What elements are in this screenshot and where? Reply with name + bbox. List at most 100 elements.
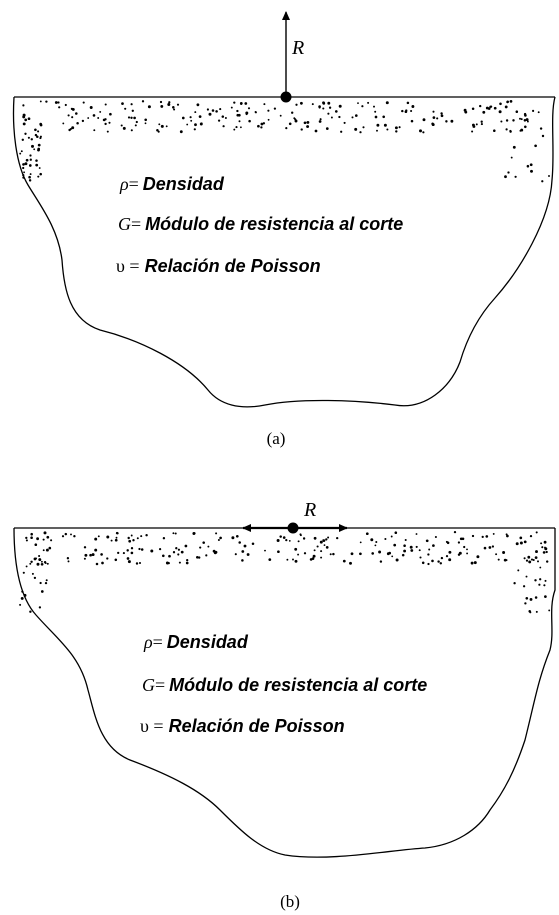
soil-dot	[354, 127, 358, 131]
soil-dot	[410, 119, 414, 123]
soil-dot	[29, 610, 32, 613]
soil-dot	[162, 537, 166, 540]
soil-dot	[230, 106, 233, 109]
soil-dot	[436, 117, 439, 120]
soil-dot	[180, 550, 184, 554]
soil-dot	[207, 545, 210, 548]
soil-dot	[546, 560, 549, 563]
soil-dot	[196, 556, 199, 559]
soil-dot	[463, 108, 467, 112]
soil-dot	[466, 552, 469, 555]
soil-dot	[189, 116, 192, 119]
soil-dot	[361, 105, 364, 108]
soil-dot	[374, 544, 377, 547]
soil-dot	[318, 120, 322, 123]
soil-dot	[334, 110, 338, 113]
soil-dot	[285, 127, 288, 130]
soil-dot	[110, 539, 113, 542]
soil-dot	[314, 129, 318, 133]
soil-dot	[439, 562, 443, 565]
soil-dot	[234, 553, 237, 556]
soil-dot	[25, 536, 28, 540]
soil-dot	[535, 610, 538, 613]
soil-dot	[101, 561, 104, 565]
soil-dot	[322, 101, 325, 105]
soil-dot	[135, 120, 138, 124]
soil-dot	[22, 173, 25, 177]
soil-dot	[320, 550, 323, 553]
soil-dot	[25, 158, 29, 162]
soil-dots-a	[19, 100, 550, 183]
soil-dot	[463, 545, 466, 549]
soil-dot	[126, 549, 129, 552]
soil-dot	[22, 113, 26, 117]
soil-dot	[102, 118, 106, 122]
soil-dot	[320, 556, 323, 559]
soil-dot	[488, 546, 492, 549]
soil-dot	[206, 108, 209, 111]
soil-dot	[404, 538, 407, 542]
soil-dot	[30, 138, 33, 141]
soil-dot	[471, 107, 475, 110]
soil-dot	[512, 145, 516, 149]
soil-dot	[431, 122, 434, 126]
soil-dot	[33, 576, 37, 580]
soil-dot	[445, 120, 448, 123]
soil-dot	[239, 102, 243, 105]
soil-dot	[241, 550, 245, 553]
soil-dot	[48, 546, 52, 550]
soil-dot	[38, 558, 41, 561]
soil-dot	[524, 602, 527, 605]
soil-dot	[319, 540, 323, 544]
soil-dot	[350, 552, 354, 556]
soil-dot	[240, 126, 242, 129]
soil-dot	[534, 144, 537, 148]
soil-dot	[144, 118, 147, 122]
soil-dot	[526, 120, 529, 123]
soil-dot	[506, 534, 509, 538]
poisson-label: Relación de Poisson	[145, 256, 321, 276]
soil-dot	[76, 121, 79, 125]
soil-dot	[128, 539, 132, 543]
soil-dot	[202, 541, 205, 544]
soil-dot	[160, 124, 164, 128]
soil-dot	[44, 562, 47, 565]
soil-dot	[89, 106, 93, 109]
soil-dot	[199, 122, 203, 126]
soil-dot	[190, 119, 193, 122]
soil-dot	[528, 610, 531, 613]
soil-dot	[130, 534, 133, 537]
soil-dot	[40, 560, 43, 563]
soil-dot	[542, 551, 546, 554]
density-equals: =	[129, 174, 139, 194]
soil-dot	[130, 551, 134, 555]
load-point-a	[280, 91, 292, 103]
force-label-b: R	[303, 499, 316, 521]
soil-dot	[359, 552, 362, 556]
soil-dot	[208, 112, 212, 116]
soil-dot	[172, 551, 176, 554]
soil-dot	[406, 101, 410, 105]
soil-dot	[231, 536, 235, 540]
soil-dot	[38, 554, 41, 558]
soil-dot	[43, 531, 47, 535]
soil-dot	[471, 123, 475, 127]
soil-dot	[376, 129, 378, 132]
soil-dot	[58, 106, 61, 109]
poisson-label: Relación de Poisson	[169, 716, 345, 736]
soil-dot	[168, 554, 171, 558]
soil-dot	[515, 542, 519, 546]
density-equals: =	[153, 632, 163, 652]
soil-dot	[267, 109, 270, 112]
soil-dot	[248, 119, 251, 123]
caption-a: (a)	[267, 429, 286, 448]
soil-dot	[448, 550, 452, 554]
soil-dot	[104, 103, 107, 106]
soil-dot	[158, 123, 161, 126]
soil-dot	[89, 553, 92, 557]
soil-dot	[523, 557, 526, 560]
soil-dot	[35, 159, 38, 162]
soil-dot	[132, 539, 135, 542]
soil-dot	[410, 109, 413, 113]
soil-dot	[541, 546, 544, 549]
